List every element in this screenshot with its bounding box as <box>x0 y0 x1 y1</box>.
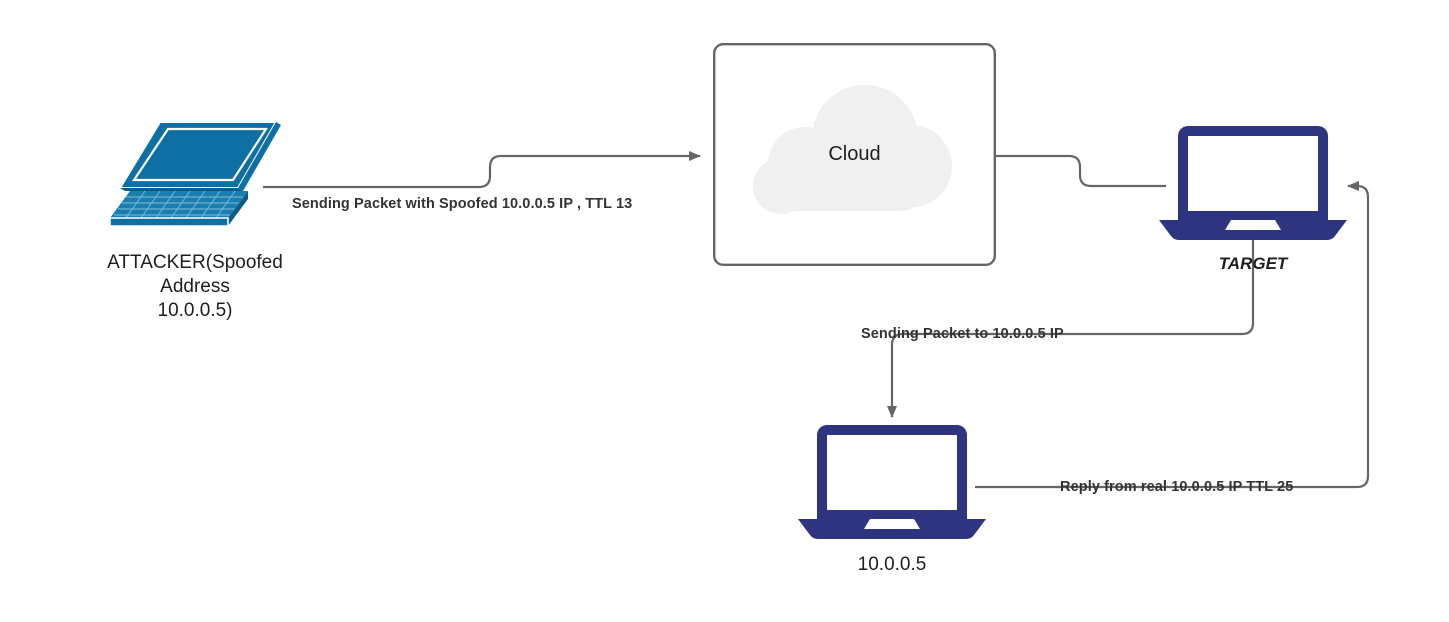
real-host-label: 10.0.0.5 <box>857 554 927 575</box>
cloud-label: Cloud <box>828 143 881 165</box>
laptop-icon <box>798 425 986 539</box>
edge-attacker-to-cloud <box>263 151 701 189</box>
edge-cloud-to-target <box>996 154 1166 188</box>
attacker-label: ATTACKER(Spoofed Address 10.0.0.5) <box>107 252 283 321</box>
target-label: TARGET <box>1218 254 1288 273</box>
target-node[interactable] <box>1155 126 1351 244</box>
cloud-icon <box>753 85 952 214</box>
edge-label-attacker-to-cloud: Sending Packet with Spoofed 10.0.0.5 IP … <box>292 196 633 212</box>
cloud-box-shape <box>713 43 997 267</box>
laptop-icon <box>1159 126 1347 240</box>
edge-real-host-to-target <box>975 181 1370 489</box>
edge-target-to-real-host <box>887 240 1255 418</box>
attacker-node[interactable] <box>108 118 283 230</box>
cloud-node[interactable] <box>713 43 997 267</box>
edge-label-target-to-real-host: Sending Packet to 10.0.0.5 IP <box>861 326 1064 342</box>
edge-label-real-host-to-target: Reply from real 10.0.0.5 IP TTL 25 <box>1060 479 1294 495</box>
laptop-isometric-icon <box>109 121 281 227</box>
real-host-node[interactable] <box>796 425 988 543</box>
